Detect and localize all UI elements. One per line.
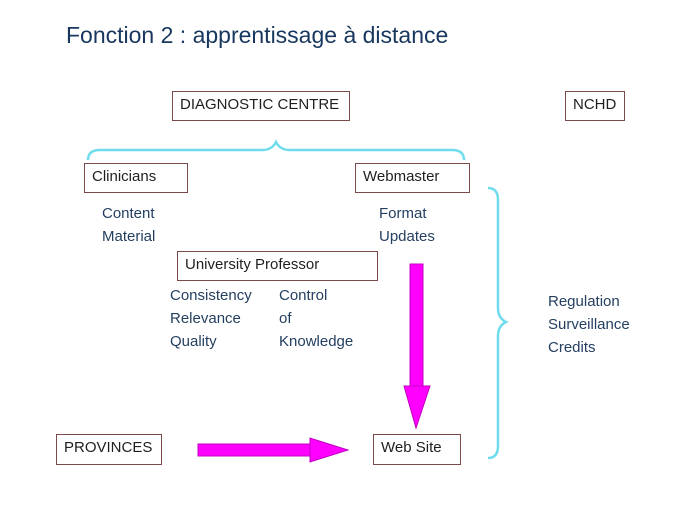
- university-professor-box: University Professor: [177, 251, 378, 281]
- web-site-box: Web Site: [373, 434, 461, 465]
- arrow-webmaster-to-website: [403, 263, 431, 430]
- professor-control-label: Control of Knowledge: [279, 287, 354, 350]
- provinces-box: PROVINCES: [56, 434, 162, 465]
- page-title: Fonction 2 : apprentissage à distance: [66, 22, 449, 48]
- arrow-provinces-to-website: [197, 437, 350, 463]
- clinicians-box: Clinicians: [84, 163, 188, 193]
- right-brace: [487, 186, 509, 460]
- professor-quality-label: Consistency Relevance Quality: [170, 287, 252, 350]
- nchd-box: NCHD: [565, 91, 625, 121]
- nchd-role-label: Regulation Surveillance Credits: [548, 293, 630, 356]
- clinicians-role-label: Content Material: [102, 205, 156, 245]
- diagnostic-centre-box: DIAGNOSTIC CENTRE: [172, 91, 350, 121]
- webmaster-box: Webmaster: [355, 163, 470, 193]
- top-brace: [86, 139, 466, 161]
- webmaster-role-label: Format Updates: [379, 205, 435, 245]
